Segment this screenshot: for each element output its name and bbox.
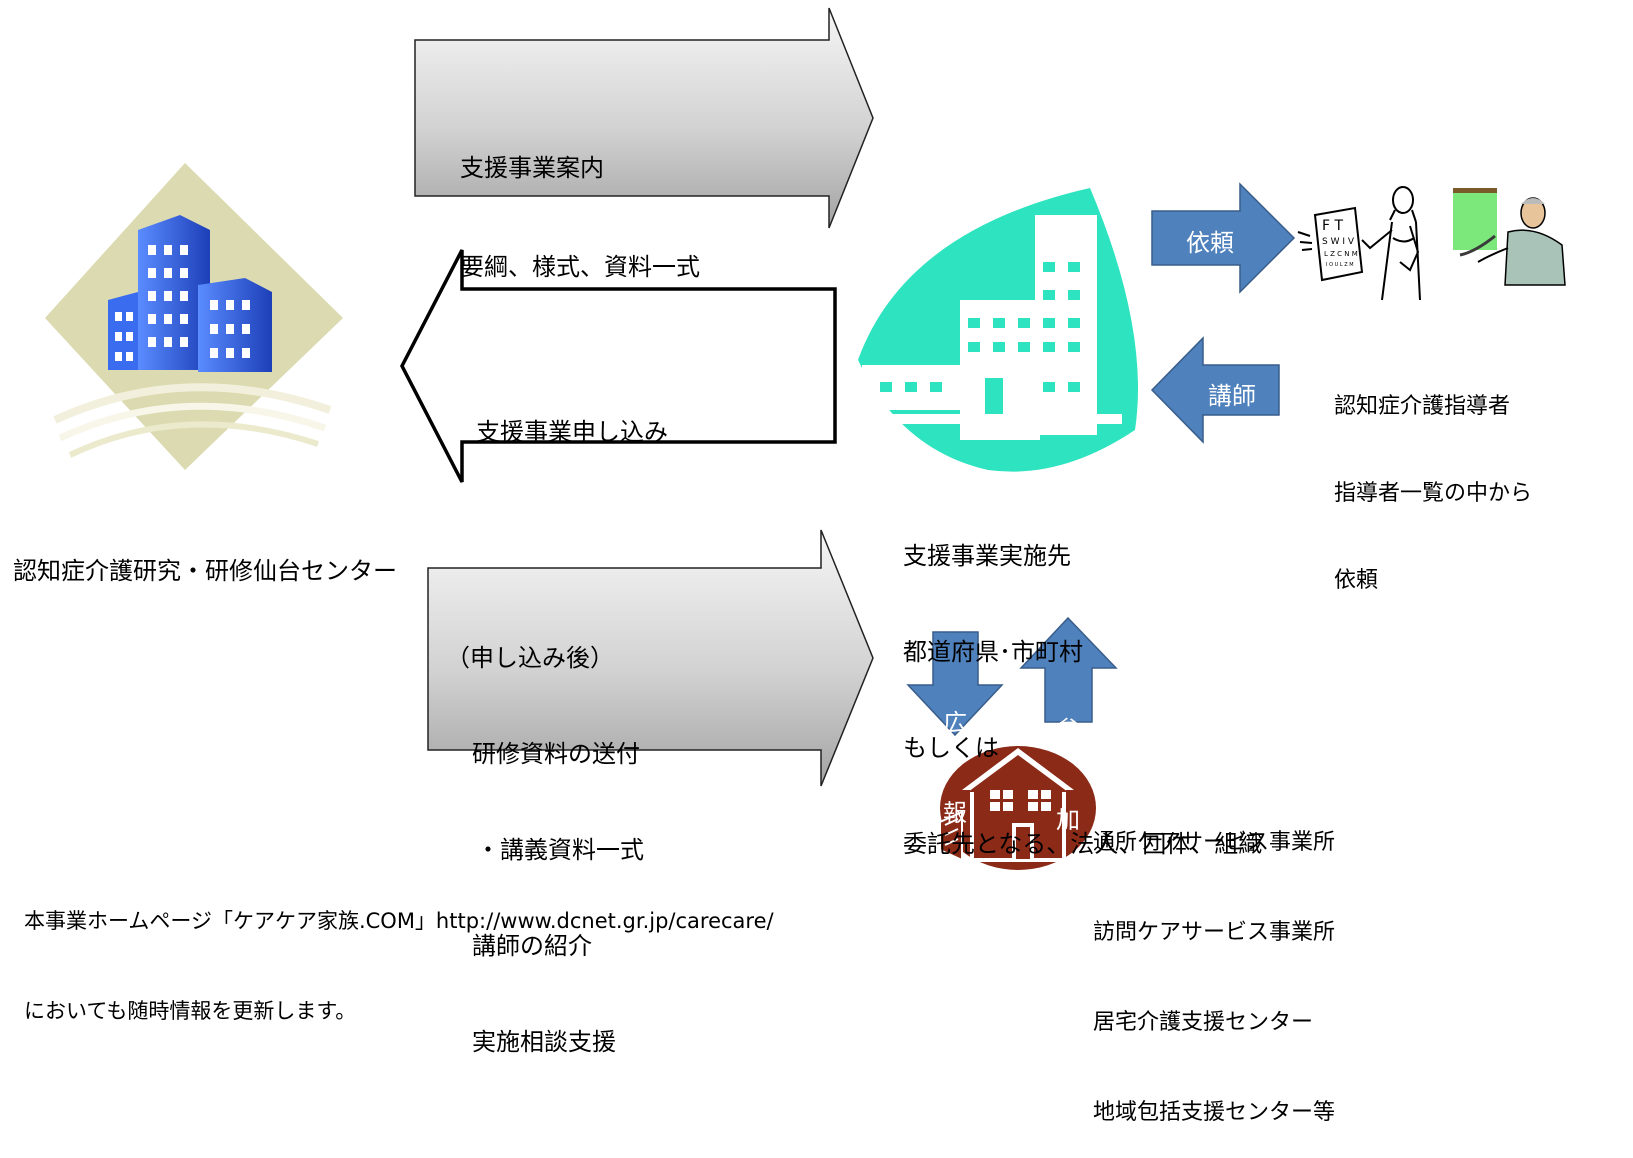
implementer-label: 支援事業実施先 都道府県･市町村 もしくは 委託先となる、法人、団体、組織	[903, 476, 1262, 892]
implementer-building-icon	[858, 188, 1138, 472]
flow-middle-line: 支援事業申し込み	[476, 418, 668, 446]
implementer-line1: 支援事業実施先	[903, 542, 1071, 570]
facility-line1: 通所ケアサービス事業所	[1093, 830, 1336, 855]
facility-line2: 訪問ケアサービス事業所	[1093, 920, 1336, 945]
center-building-icon	[45, 163, 343, 470]
instructor-line3: 依頼	[1334, 568, 1379, 593]
implementer-line2: 都道府県･市町村	[903, 638, 1083, 666]
instructor-label: 認知症介護指導者 指導者一覧の中から 依頼	[1334, 334, 1532, 624]
lecturer-arrow	[1150, 336, 1280, 444]
promotion-char-1: 広	[943, 709, 967, 737]
promotion-arrow	[906, 631, 1004, 737]
svg-text:F T: F T	[1322, 218, 1344, 234]
svg-text:I O U L Z M: I O U L Z M	[1326, 262, 1354, 268]
promotion-char-2: 報	[943, 799, 967, 827]
request-arrow-label: 依頼	[1186, 229, 1234, 257]
svg-text:S W I V: S W I V	[1322, 237, 1355, 247]
flow-top-text: 支援事業案内 要綱、様式、資料一式	[460, 86, 700, 317]
flow-top-line1: 支援事業案内	[460, 154, 604, 182]
lecturer-figure-icon	[1453, 188, 1566, 286]
footer-note: 本事業ホームページ「ケアケア家族.COM」http://www.dcnet.gr…	[24, 846, 774, 1056]
diagram-canvas: F T S W I V L Z C N M I O U L Z M	[45, 7, 1566, 870]
implementer-line4: 委託先となる、法人、団体、組織	[903, 830, 1263, 858]
flow-arrow-bottom	[427, 529, 874, 787]
flow-bottom-line2: 研修資料の送付	[472, 740, 640, 768]
participation-arrow	[1019, 616, 1118, 723]
participation-char-1: 参	[1056, 716, 1080, 744]
center-name-label: 認知症介護研究・研修仙台センター	[13, 489, 397, 621]
participation-arrow-label: 参 加	[1053, 655, 1083, 865]
instructor-line2: 指導者一覧の中から	[1334, 481, 1533, 506]
implementer-line3: もしくは	[903, 734, 999, 762]
participation-char-2: 加	[1056, 806, 1080, 834]
eye-chart-icon: F T S W I V L Z C N M I O U L Z M	[1297, 206, 1364, 282]
instructor-line1: 認知症介護指導者	[1334, 394, 1511, 419]
flow-arrow-top	[414, 7, 874, 229]
svg-text:L Z C N M: L Z C N M	[1324, 250, 1358, 258]
facilities-label: 通所ケアサービス事業所 訪問ケアサービス事業所 居宅介護支援センター 地域包括支…	[1093, 768, 1335, 1158]
facility-line3: 居宅介護支援センター	[1093, 1010, 1314, 1035]
request-arrow	[1151, 182, 1296, 294]
promotion-arrow-label: 広 報	[940, 648, 970, 858]
flow-bottom-line1: （申し込み後）	[446, 644, 614, 672]
lecturer-arrow-label: 講師	[1208, 382, 1256, 410]
instructor-figure-icon	[1361, 186, 1421, 301]
flow-bottom-line3: ・講義資料一式	[476, 836, 644, 864]
footer-line1: 本事業ホームページ「ケアケア家族.COM」http://www.dcnet.gr…	[24, 909, 774, 933]
facility-line4: 地域包括支援センター等	[1093, 1100, 1336, 1125]
center-name: 認知症介護研究・研修仙台センター	[13, 557, 397, 585]
flow-arrow-middle	[400, 249, 837, 483]
facility-house-icon	[939, 746, 1096, 870]
flow-middle-text: 支援事業申し込み	[476, 350, 668, 482]
flow-top-line2: 要綱、様式、資料一式	[460, 253, 700, 281]
footer-line2: においても随時情報を更新します。	[24, 999, 357, 1023]
